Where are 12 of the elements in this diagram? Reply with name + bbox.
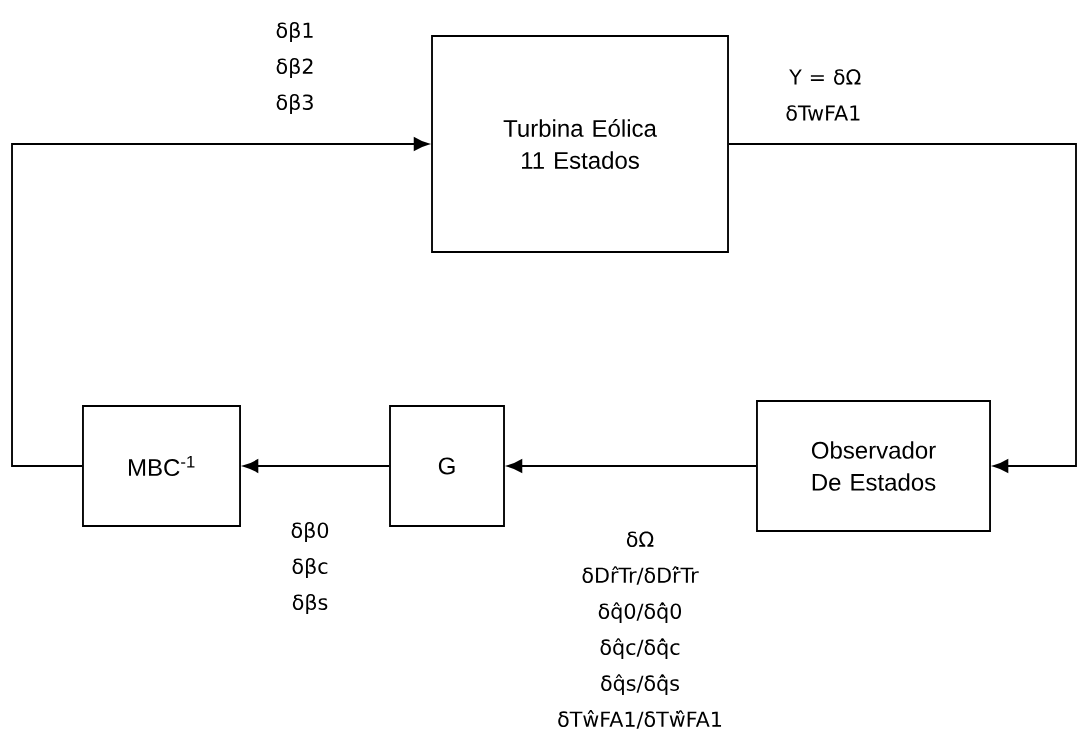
arrow	[11, 137, 429, 467]
edge-label: δβ0 δβc δβs	[291, 521, 329, 615]
arrow	[243, 459, 390, 473]
process-box: Turbina Eólica 11 Estados	[431, 35, 729, 253]
arrow	[728, 143, 1077, 473]
edge-label: δβ1 δβ2 δβ3	[276, 21, 313, 115]
edge-label: δΩ δDr̂Tr/δDṙ̂Tr δq̂0/δq̇̂0 δq̂c/δq̇̂c δq̂s/δq̇̂s δTŵFA1/δTẇ̂FA1	[558, 531, 722, 729]
process-box: MBC$^{-1}$	[82, 405, 241, 527]
arrow	[507, 459, 757, 473]
edge-label: Y = δΩ δTwFA1	[786, 69, 861, 121]
process-box: Observador De Estados	[756, 400, 991, 532]
process-box: G	[389, 405, 505, 527]
